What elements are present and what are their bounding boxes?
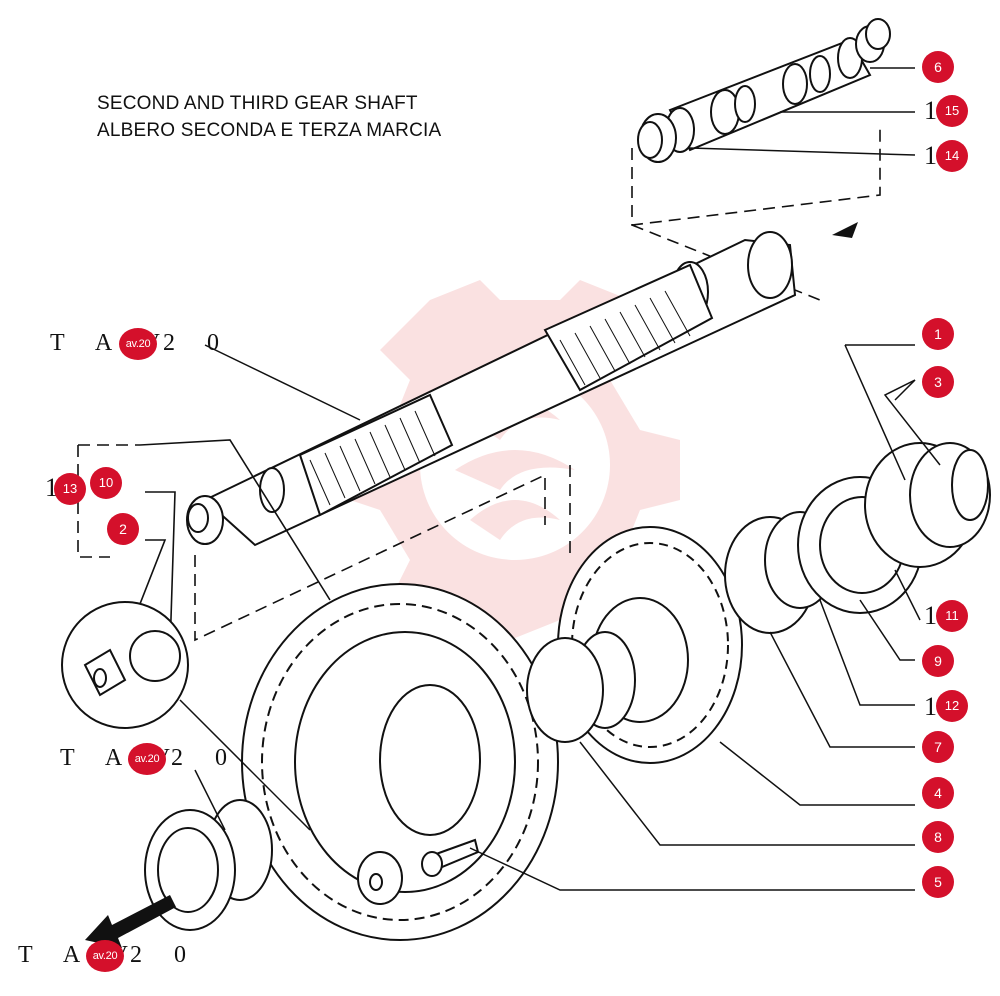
reference-badge-3[interactable]: av.20 <box>86 940 124 972</box>
reference-label-2-suffix: 2 0 <box>171 745 240 771</box>
shaft-spline-teeth <box>309 290 691 506</box>
leader-digit-12: 1 <box>924 692 937 721</box>
leader-lines <box>179 67 941 891</box>
callout-12[interactable]: 12 <box>936 690 968 722</box>
reference-label-1-suffix: 2 0 <box>163 330 232 356</box>
callout-15[interactable]: 15 <box>936 95 968 127</box>
left-dashed-bracket <box>77 444 571 642</box>
leader-digit-15: 1 <box>924 96 937 125</box>
diagram-title-english: SECOND AND THIRD GEAR SHAFT <box>97 93 418 114</box>
callout-9[interactable]: 9 <box>922 645 954 677</box>
callout-8[interactable]: 8 <box>922 821 954 853</box>
callout-14[interactable]: 14 <box>936 140 968 172</box>
callout-7[interactable]: 7 <box>922 731 954 763</box>
diagram-title-italian: ALBERO SECONDA E TERZA MARCIA <box>97 120 442 141</box>
reference-label-3-suffix: 2 0 <box>130 942 199 968</box>
reference-badge-1[interactable]: av.20 <box>119 328 157 360</box>
reference-badge-2[interactable]: av.20 <box>128 743 166 775</box>
callout-5[interactable]: 5 <box>922 866 954 898</box>
large-gear-drawing <box>241 583 559 941</box>
callout-4[interactable]: 4 <box>922 777 954 809</box>
callout-11[interactable]: 11 <box>936 600 968 632</box>
right-gear-drawing <box>526 526 743 764</box>
callout-3[interactable]: 3 <box>922 366 954 398</box>
upper-shaft-drawing <box>637 18 891 163</box>
callout-1[interactable]: 1 <box>922 318 954 350</box>
right-bearings-drawing <box>724 442 991 634</box>
callout-6[interactable]: 6 <box>922 51 954 83</box>
detail-arrow-icon <box>832 222 858 238</box>
leader-digit-14: 1 <box>924 141 937 170</box>
leader-digit-11: 1 <box>924 601 937 630</box>
callout-2[interactable]: 2 <box>107 513 139 545</box>
direction-arrow-icon <box>85 895 176 948</box>
detail-circle <box>61 601 189 729</box>
callout-13[interactable]: 13 <box>54 473 86 505</box>
callout-10[interactable]: 10 <box>90 467 122 499</box>
